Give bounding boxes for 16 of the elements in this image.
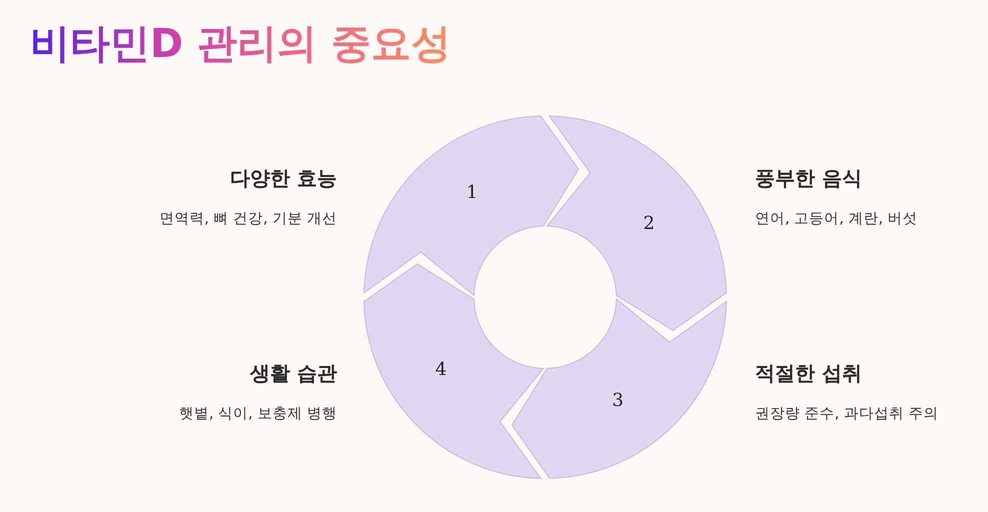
ring-segment (364, 116, 578, 296)
step-heading: 풍부한 음식 (755, 165, 862, 192)
ring-segment (364, 264, 544, 478)
ring-segment (546, 116, 726, 330)
step-description: 면역력, 뼈 건강, 기분 개선 (159, 210, 337, 228)
step-number: 1 (466, 184, 478, 202)
step-number: 2 (643, 215, 655, 234)
step-heading: 생활 습관 (250, 360, 337, 387)
step-heading: 다양한 효능 (230, 165, 337, 192)
ring-segment (512, 298, 726, 478)
step-number: 4 (435, 360, 447, 379)
step-heading: 적절한 섭취 (755, 360, 862, 387)
step-description: 연어, 고등어, 계란, 버섯 (755, 210, 918, 228)
step-description: 햇볕, 식이, 보충제 병행 (178, 405, 337, 423)
step-number: 3 (612, 392, 624, 410)
step-description: 권장량 준수, 과다섭취 주의 (755, 405, 938, 423)
